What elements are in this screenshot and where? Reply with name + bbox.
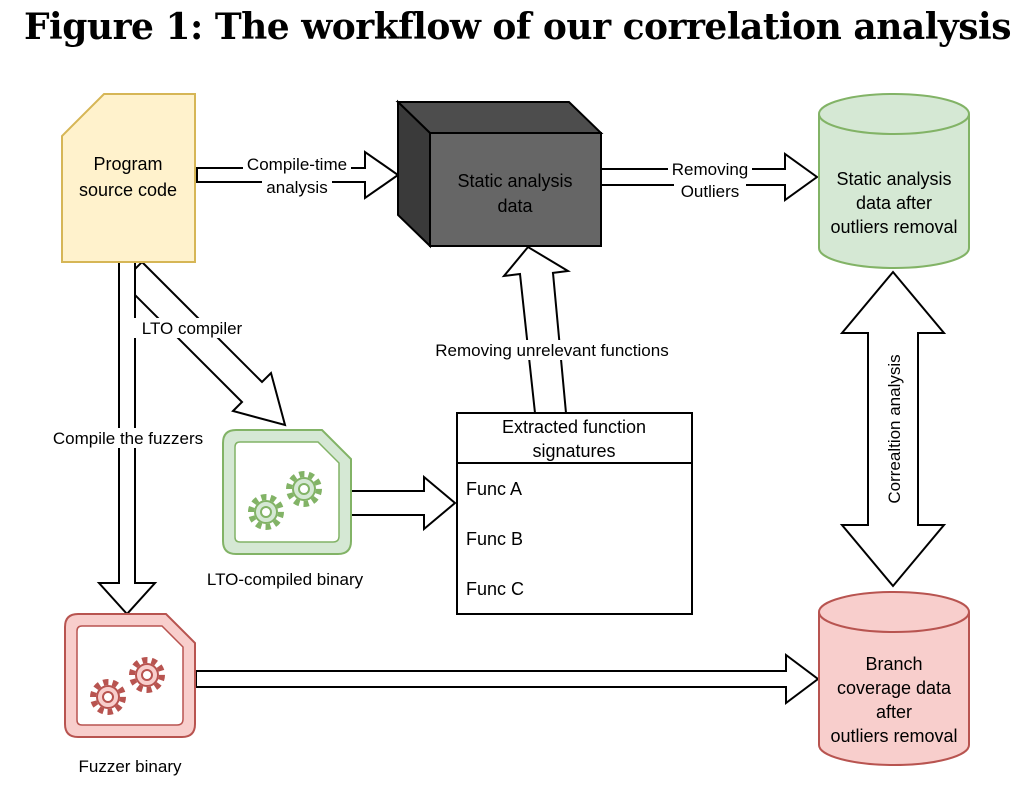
remove-unrelevant-label: Removing unrelevant functions [435,341,668,360]
compile-time-label2: analysis [266,178,327,197]
signatures-table [456,412,693,615]
gear-icon [129,657,165,693]
figure-title: Figure 1: The workflow of our correlatio… [23,6,1012,48]
static-clean-line1: Static analysis [836,169,951,189]
branch-line3: after [876,702,912,722]
lto-binary-label: LTO-compiled binary [207,570,364,589]
gear-icon [248,494,284,530]
compile-time-label1: Compile-time [247,155,347,174]
signature-item: Func C [466,579,524,599]
compile-time-arrow [196,150,400,200]
static-analysis-node [395,99,604,249]
lto-to-signatures-arrow [350,474,457,532]
static-line1: Static analysis [457,171,572,191]
fuzzer-binary-label: Fuzzer binary [79,757,182,776]
source-line1: Program [93,154,162,174]
signatures-header2: signatures [532,441,615,461]
lto-compiler-arrow [120,260,287,427]
compile-fuzzers-label: Compile the fuzzers [53,429,203,448]
branch-line1: Branch [865,654,922,674]
source-line2: source code [79,180,177,200]
removing-label2: Outliers [681,182,740,201]
correlation-label: Correaltion analysis [885,354,904,503]
lto-binary-icon [222,429,352,555]
fuzzer-to-branch-arrow [195,653,820,705]
branch-coverage-cylinder [818,591,970,766]
fuzzer-binary-icon [64,613,196,738]
signature-item: Func A [466,479,522,499]
removing-label1: Removing [672,160,749,179]
program-source-node [61,93,196,263]
branch-line4: outliers removal [830,726,957,746]
gear-icon [286,471,322,507]
static-clean-line3: outliers removal [830,217,957,237]
gear-icon [90,679,126,715]
static-line2: data [497,196,533,216]
lto-compiler-label: LTO compiler [142,319,243,338]
signatures-header1: Extracted function [502,417,646,437]
static-clean-cylinder [818,93,970,269]
signature-item: Func B [466,529,523,549]
correlation-arrow [839,270,947,588]
static-clean-line2: data after [856,193,932,213]
branch-line2: coverage data [837,678,952,698]
removing-unrelevant-functions-block-arrow [501,245,571,414]
